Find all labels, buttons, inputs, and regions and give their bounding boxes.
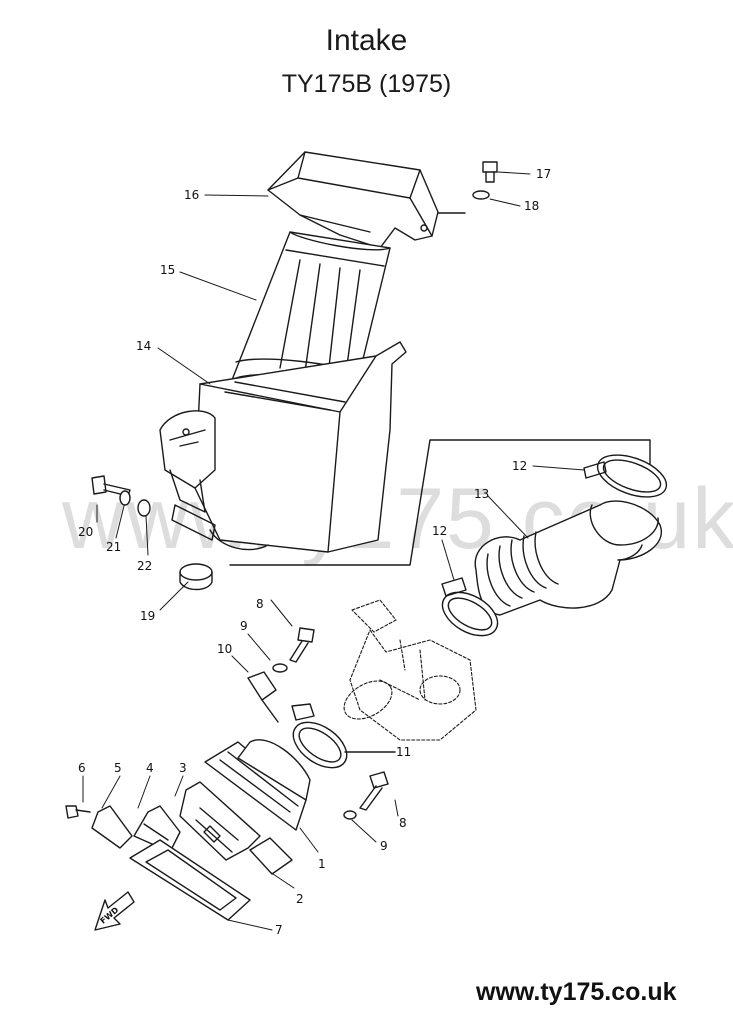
screw-6 — [65, 805, 91, 819]
part-label-1: 1 — [318, 857, 326, 871]
clamp-11 — [291, 703, 348, 769]
gasket-7 — [129, 839, 251, 921]
part-label-11: 11 — [396, 745, 412, 759]
part-label-14: 14 — [136, 339, 152, 353]
page-subtitle: TY175B (1975) — [281, 70, 452, 98]
part-label-10: 10 — [217, 642, 233, 656]
bolt-8-lower — [359, 771, 389, 811]
part-label-4: 4 — [146, 761, 154, 775]
part-label-6: 6 — [78, 761, 86, 775]
air-duct-cover — [267, 151, 439, 249]
washer-18 — [472, 190, 490, 200]
assembly-guide-line — [229, 439, 651, 566]
bolt-17 — [482, 161, 498, 183]
carburetor — [343, 599, 477, 741]
part-label-7: 7 — [275, 923, 283, 937]
fwd-arrow — [94, 891, 135, 931]
washer-21 — [119, 490, 131, 506]
clamp-12-lower — [441, 577, 499, 637]
bracket-10 — [247, 671, 279, 723]
part-label-15: 15 — [160, 263, 176, 277]
part-label-9-lower: 9 — [380, 839, 388, 853]
part-label-12-upper: 12 — [512, 459, 528, 473]
reed-plate-4 — [133, 805, 181, 853]
part-label-22: 22 — [137, 559, 153, 573]
grommet-19 — [179, 563, 213, 591]
part-label-5: 5 — [114, 761, 122, 775]
intake-manifold — [204, 739, 311, 831]
clamp-12-upper — [583, 454, 668, 498]
part-label-8-lower: 8 — [399, 816, 407, 830]
washer-9-upper — [272, 663, 288, 673]
part-label-13: 13 — [474, 487, 490, 501]
part-label-3: 3 — [179, 761, 187, 775]
part-label-18: 18 — [524, 199, 540, 213]
part-label-21: 21 — [106, 540, 122, 554]
part-label-16: 16 — [184, 188, 200, 202]
leader-lines — [82, 171, 585, 931]
part-label-19: 19 — [140, 609, 156, 623]
seal-2 — [249, 837, 293, 875]
washer-22 — [137, 499, 151, 517]
part-label-8-upper: 8 — [256, 597, 264, 611]
part-label-17: 17 — [536, 167, 552, 181]
air-box — [159, 341, 407, 553]
washer-9-lower — [343, 810, 357, 820]
intake-joint-13 — [474, 500, 663, 616]
reed-valve-3 — [179, 781, 261, 861]
page-title: Intake — [325, 24, 408, 57]
part-label-12-lower: 12 — [432, 524, 448, 538]
part-label-2: 2 — [296, 892, 304, 906]
plate-5 — [91, 805, 133, 849]
bolt-8-upper — [289, 627, 315, 663]
part-label-20: 20 — [78, 525, 94, 539]
part-label-9-upper: 9 — [240, 619, 248, 633]
footer-website: www.ty175.co.uk — [476, 978, 677, 1006]
